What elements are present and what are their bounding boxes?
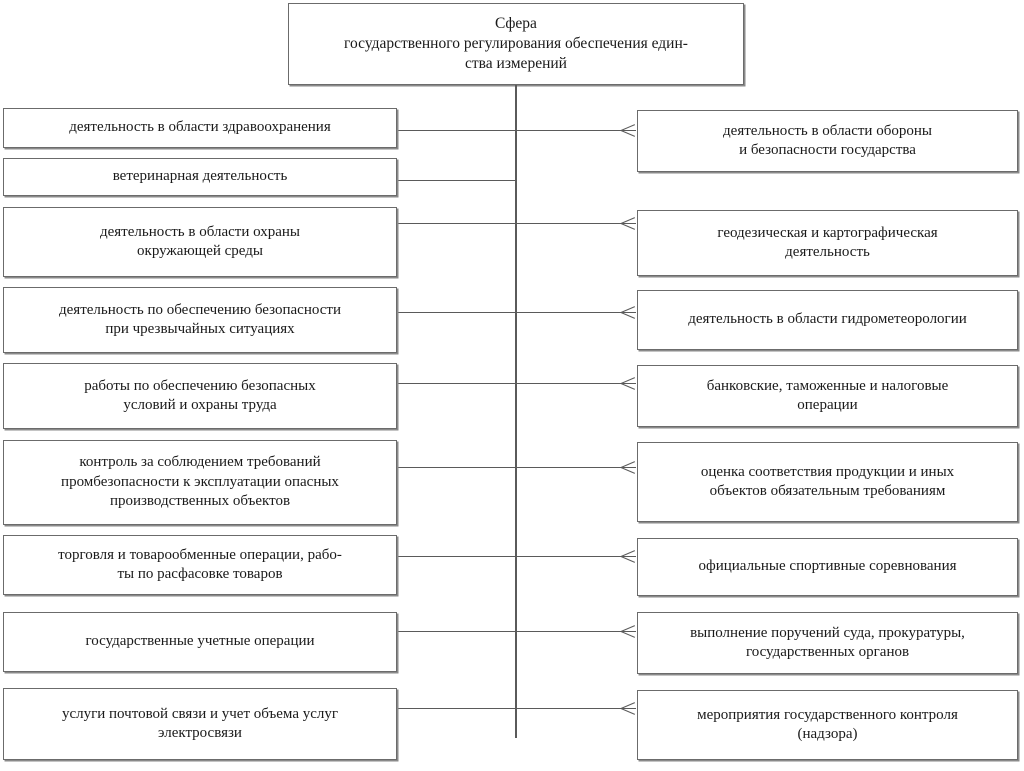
right-node-4-label: банковские, таможенные и налоговые опера…: [706, 377, 949, 414]
connector-row-8: [398, 631, 636, 632]
left-node-6: контроль за соблюдением требований промб…: [3, 440, 397, 525]
right-node-2: геодезическая и картографическая деятель…: [637, 210, 1018, 276]
left-node-4: деятельность по обеспечению безопасности…: [3, 287, 397, 353]
root-node-label: Сфера государственного регулирования обе…: [344, 14, 688, 73]
right-node-6: официальные спортивные соревнования: [637, 538, 1018, 596]
connector-row-2: [398, 180, 516, 181]
left-node-8-label: государственные учетные операции: [85, 633, 315, 650]
left-node-7: торговля и товарообменные операции, рабо…: [3, 535, 397, 595]
left-node-5-label: работы по обеспечению безопасных условий…: [84, 377, 316, 414]
left-node-2-label: ветеринарная деятельность: [112, 168, 288, 185]
left-node-7-label: торговля и товарообменные операции, рабо…: [58, 546, 342, 583]
connector-row-9: [398, 708, 636, 709]
left-node-4-label: деятельность по обеспечению безопасности…: [59, 301, 341, 338]
right-node-3: деятельность в области гидрометеорологии: [637, 290, 1018, 350]
connector-row-1: [398, 130, 636, 131]
left-node-2: ветеринарная деятельность: [3, 158, 397, 196]
left-node-3: деятельность в области охраны окружающей…: [3, 207, 397, 277]
right-node-1-label: деятельность в области обороны и безопас…: [723, 122, 932, 159]
left-node-6-label: контроль за соблюдением требований промб…: [61, 454, 339, 510]
left-node-9: услуги почтовой связи и учет объема услу…: [3, 688, 397, 760]
left-node-8: государственные учетные операции: [3, 612, 397, 672]
left-node-1-label: деятельность в области здравоохранения: [69, 119, 331, 136]
left-node-9-label: услуги почтовой связи и учет объема услу…: [61, 705, 339, 742]
right-node-3-label: деятельность в области гидрометеорологии: [688, 311, 967, 328]
connector-row-5: [398, 383, 636, 384]
right-node-4: банковские, таможенные и налоговые опера…: [637, 365, 1018, 427]
connector-row-7: [398, 556, 636, 557]
left-node-3-label: деятельность в области охраны окружающей…: [99, 223, 301, 260]
connector-row-4: [398, 312, 636, 313]
connector-row-6: [398, 467, 636, 468]
left-node-1: деятельность в области здравоохранения: [3, 108, 397, 148]
right-node-7: выполнение поручений суда, прокуратуры, …: [637, 612, 1018, 674]
connector-row-3: [398, 223, 636, 224]
right-node-1: деятельность в области обороны и безопас…: [637, 110, 1018, 172]
central-spine-line: [515, 85, 517, 738]
right-node-7-label: выполнение поручений суда, прокуратуры, …: [690, 624, 965, 661]
right-node-8: мероприятия государственного контроля (н…: [637, 690, 1018, 760]
right-node-2-label: геодезическая и картографическая деятель…: [717, 224, 938, 261]
right-node-5: оценка соответствия продукции и иных объ…: [637, 442, 1018, 522]
left-node-5: работы по обеспечению безопасных условий…: [3, 363, 397, 429]
root-node-sphere-of-state-regulation: Сфера государственного регулирования обе…: [288, 3, 744, 85]
right-node-6-label: официальные спортивные соревнования: [698, 558, 957, 575]
right-node-5-label: оценка соответствия продукции и иных объ…: [700, 463, 955, 500]
right-node-8-label: мероприятия государственного контроля (н…: [697, 706, 958, 743]
